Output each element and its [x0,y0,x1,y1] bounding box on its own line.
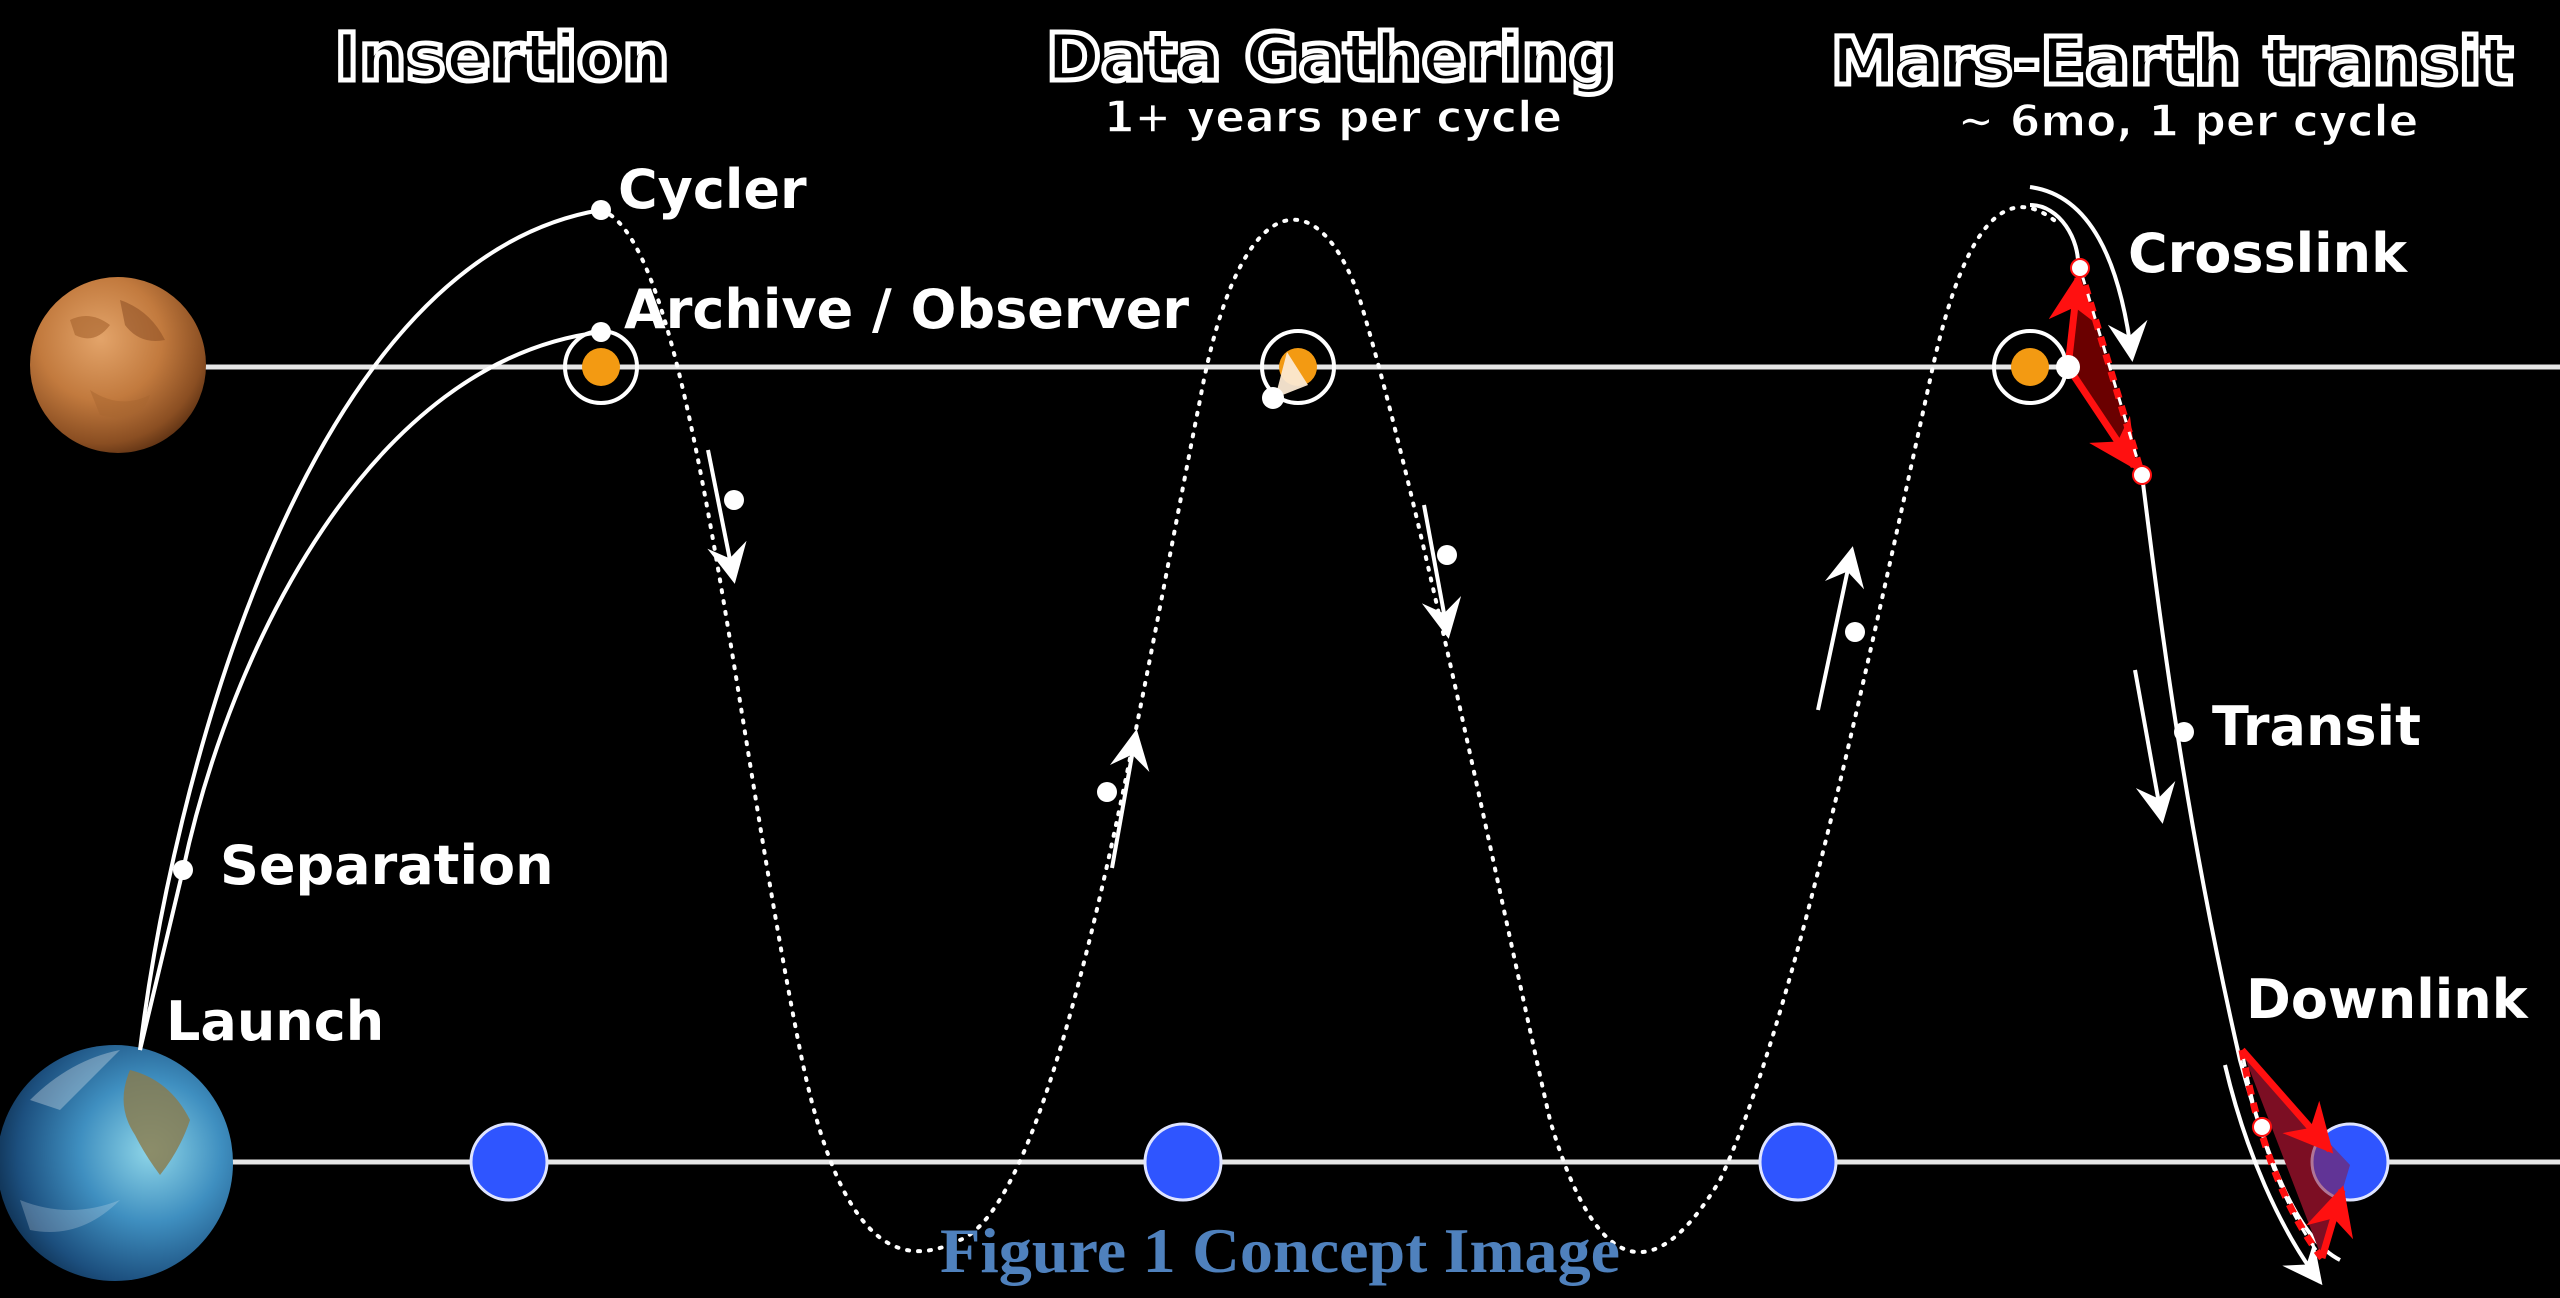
cycler-waypoint [591,200,611,220]
cycler-waypoint [724,490,744,510]
label-archive-observer: Archive / Observer [624,278,1189,341]
direction-arrow-icon [1110,729,1150,869]
observer-satellite-data-gathering [1260,329,1336,409]
phase-title-insertion: Insertion [335,19,670,96]
cycler-waypoint [1845,622,1865,642]
phase-title-data-gathering: Data Gathering [1046,19,1616,96]
cycler-orbit-path [599,205,2062,1254]
earth-position-marker [1143,1122,1223,1202]
crosslink-link [2048,258,2152,485]
downlink-link [2238,1047,2390,1261]
direction-arrow-icon [1816,546,1865,711]
earth-position-marker [469,1122,549,1202]
observer-satellite-insertion [563,329,639,405]
label-cycler: Cycler [618,158,807,221]
label-downlink: Downlink [2246,968,2529,1031]
separation-waypoint [173,860,193,880]
cycler-waypoint [1097,782,1117,802]
label-transit: Transit [2212,695,2421,758]
direction-arrow-icon [2223,1064,2323,1286]
direction-arrow-icon [706,449,747,584]
earth-planet-icon [0,1045,233,1281]
mars-planet-icon [30,277,206,453]
phase-subtitle-mars-earth-transit: ~ 6mo, 1 per cycle [1958,96,2419,147]
direction-arrow-icon [2029,185,2148,362]
figure-caption: Figure 1 Concept Image [940,1215,1620,1286]
cycler-insertion-trajectory [138,208,602,1051]
cycler-waypoint [1437,545,1457,565]
observer-insertion-trajectory [181,330,602,871]
phase-subtitle-data-gathering: 1+ years per cycle [1104,92,1562,143]
direction-arrow-icon [1421,504,1462,639]
label-launch: Launch [166,990,384,1053]
direction-arrow-icon [2133,669,2176,824]
earth-position-marker [1758,1122,1838,1202]
phase-title-mars-earth-transit: Mars-Earth transit [1831,23,2513,100]
transit-waypoint [2174,722,2194,742]
label-crosslink: Crosslink [2128,222,2408,285]
label-separation: Separation [220,834,554,897]
